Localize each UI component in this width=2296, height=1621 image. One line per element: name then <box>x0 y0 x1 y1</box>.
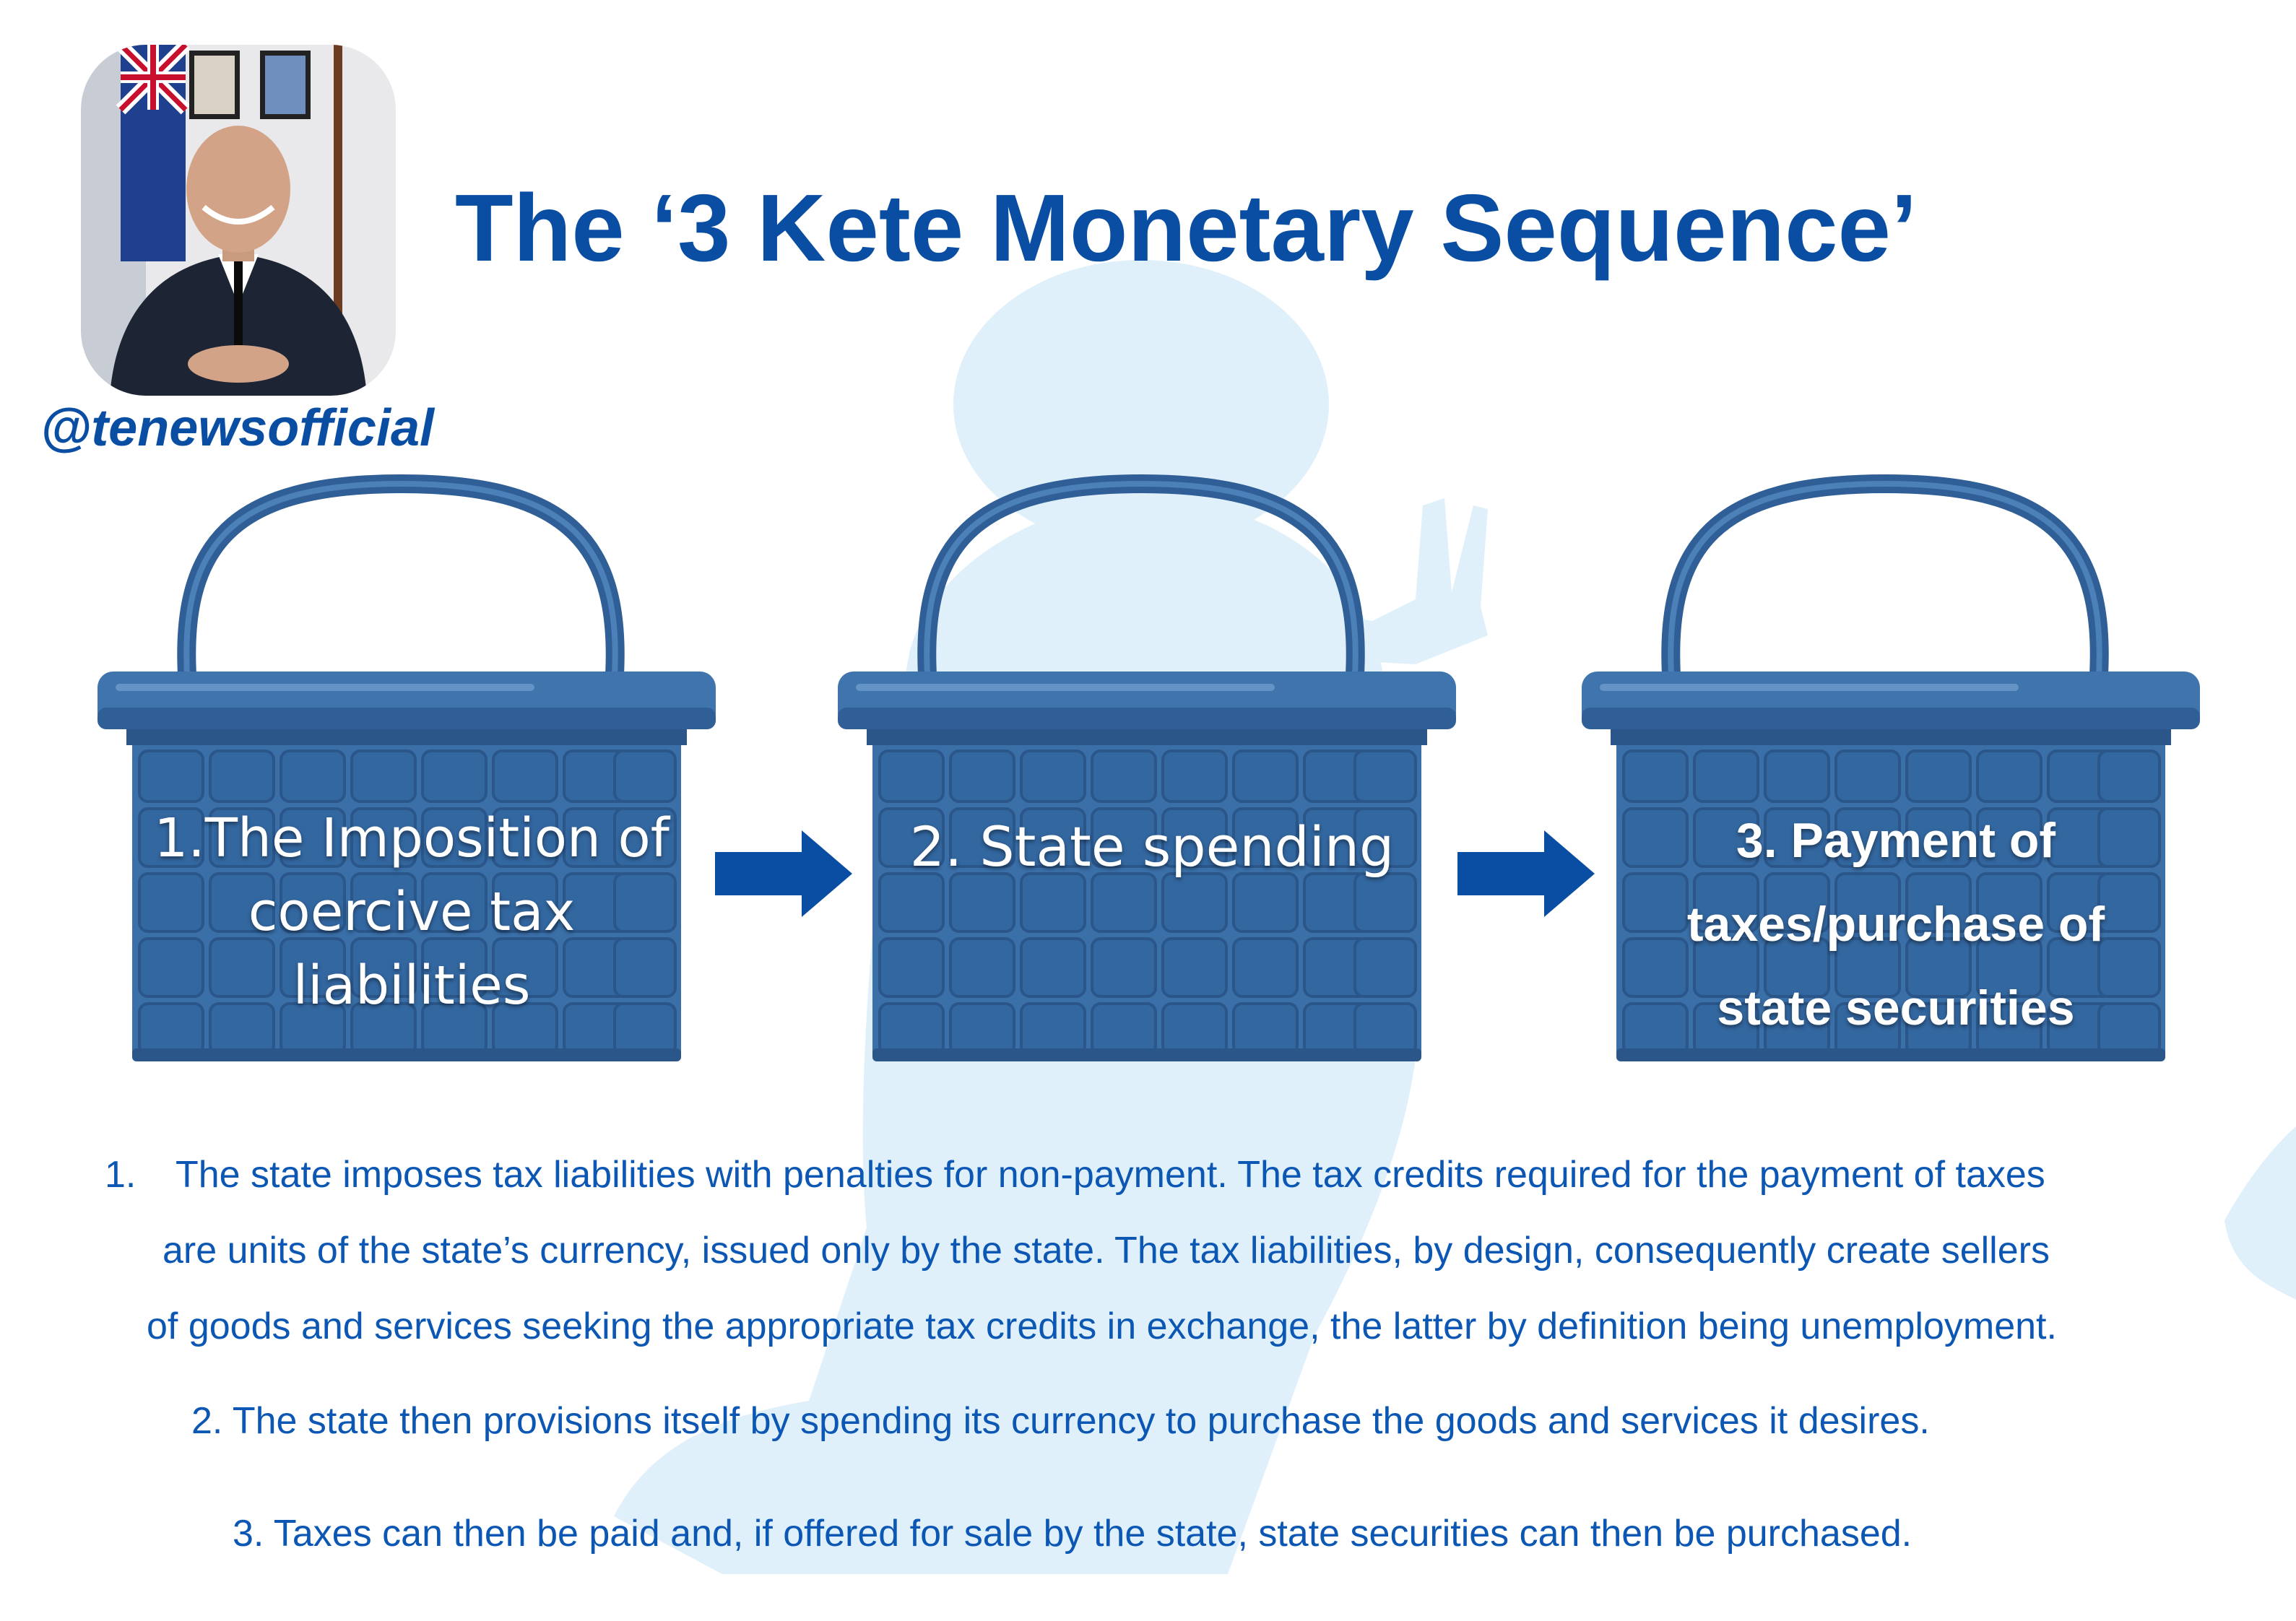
basket-step-1: 1.The Imposition of coercive tax liabili… <box>98 462 726 1069</box>
basket-label: 3. Payment of taxes/purchase of state se… <box>1686 813 2105 1035</box>
note-line: The state imposes tax liabilities with p… <box>176 1154 2045 1196</box>
note-number: 1. <box>105 1154 137 1196</box>
basket-label: 1.The Imposition of coercive tax liabili… <box>154 807 670 1017</box>
arrow-right-icon <box>715 830 852 917</box>
profile-photo <box>81 45 396 396</box>
note-line: of goods and services seeking the approp… <box>147 1305 2057 1347</box>
basket-label: 2. State spending <box>909 814 1395 879</box>
note-2: 2. The state then provisions itself by s… <box>191 1400 1930 1442</box>
basket-step-3: 3. Payment of taxes/purchase of state se… <box>1582 462 2210 1069</box>
note-line: are units of the state’s currency, issue… <box>163 1230 2050 1272</box>
basket-step-2: 2. State spending <box>838 462 1466 1069</box>
page-title: The ‘3 Kete Monetary Sequence’ <box>455 175 1918 281</box>
basket-icon <box>838 462 1466 1069</box>
handle-text: @tenewsofficial <box>40 399 435 457</box>
note-3: 3. Taxes can then be paid and, if offere… <box>233 1513 1912 1555</box>
arrow-right-icon <box>1457 830 1595 917</box>
